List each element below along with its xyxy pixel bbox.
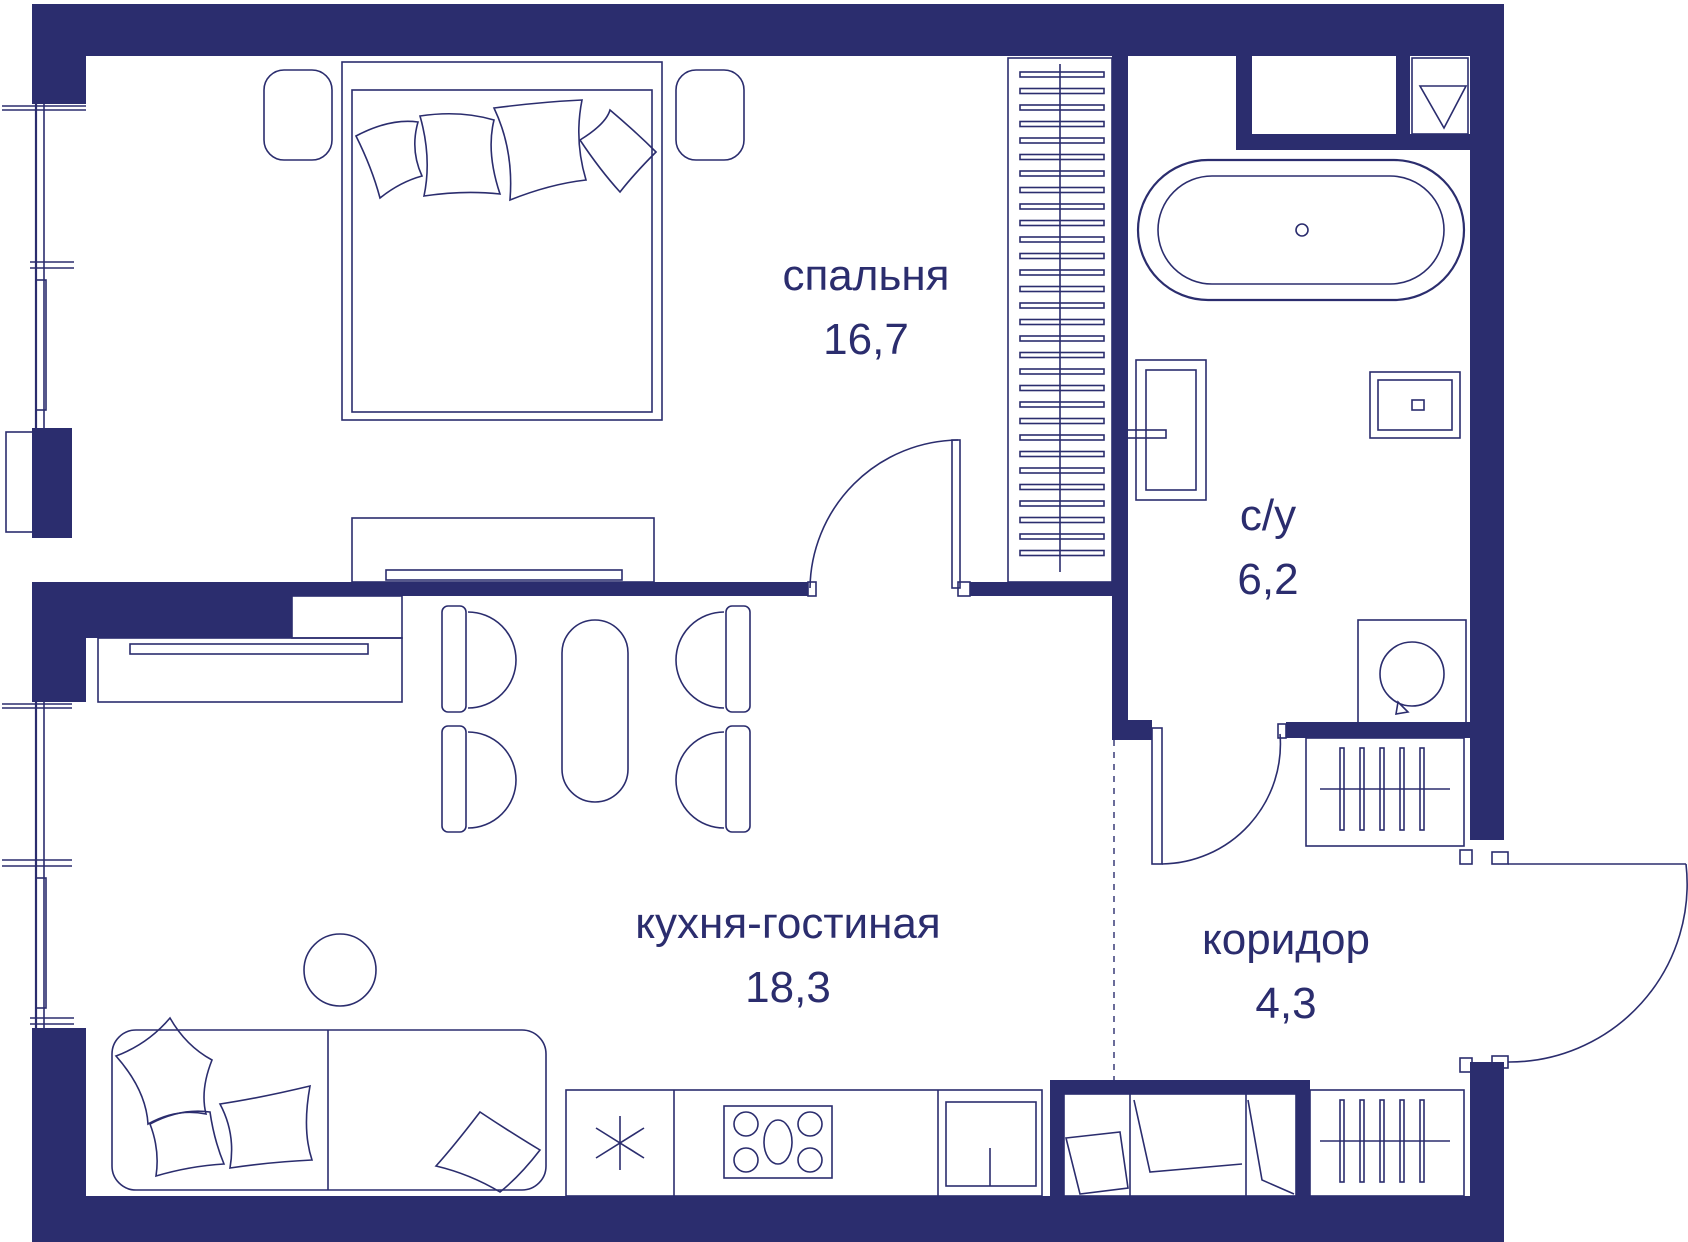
wardrobe	[1007, 57, 1113, 583]
hanger	[1019, 137, 1105, 144]
room-name-corridor: коридор	[1202, 915, 1370, 964]
room-area-bedroom: 16,7	[823, 315, 909, 364]
bedroom-door	[807, 439, 971, 597]
room-name-bedroom: спальня	[782, 251, 949, 300]
hanger	[1019, 302, 1105, 309]
bedroom-furniture	[263, 61, 745, 583]
hanger	[1019, 368, 1105, 375]
hanger	[1019, 401, 1105, 408]
hanger	[1019, 71, 1105, 78]
bathroom-fixtures	[1125, 57, 1469, 725]
hanger	[1019, 533, 1105, 540]
hanger	[1019, 104, 1105, 111]
hanger	[1019, 170, 1105, 177]
hanger	[1019, 186, 1105, 194]
room-area-corridor: 4,3	[1255, 979, 1316, 1028]
hanger	[1019, 236, 1105, 243]
hanger	[1019, 516, 1105, 524]
room-labels: спальня 16,7 с/у 6,2 кухня-гостиная 18,3…	[635, 251, 1370, 1028]
hanger	[1019, 434, 1105, 441]
hanger	[1019, 351, 1105, 359]
room-name-bathroom: с/у	[1240, 491, 1296, 540]
hanger	[1019, 417, 1105, 425]
hanger	[1019, 318, 1105, 326]
hanger	[1019, 87, 1105, 95]
hanger	[1019, 483, 1105, 491]
hanger	[1019, 467, 1105, 474]
hanger	[1019, 252, 1105, 260]
living-furniture	[97, 595, 1043, 1197]
hanger	[1019, 203, 1105, 210]
hanger	[1019, 269, 1105, 276]
hanger	[1019, 384, 1105, 392]
walls	[32, 4, 1504, 1242]
hanger	[1019, 219, 1105, 227]
bathroom-door	[1151, 723, 1287, 865]
hanger	[1019, 120, 1105, 128]
room-area-living: 18,3	[745, 963, 831, 1012]
hanger	[1019, 549, 1105, 557]
hanger	[1019, 153, 1105, 161]
hanger	[1019, 500, 1105, 507]
room-area-bathroom: 6,2	[1237, 555, 1298, 604]
windows	[2, 104, 86, 1028]
corridor-fixtures	[1063, 737, 1688, 1197]
hanger	[1019, 285, 1105, 293]
hanger	[1019, 335, 1105, 342]
room-name-living: кухня-гостиная	[635, 899, 940, 948]
hanger	[1019, 450, 1105, 458]
